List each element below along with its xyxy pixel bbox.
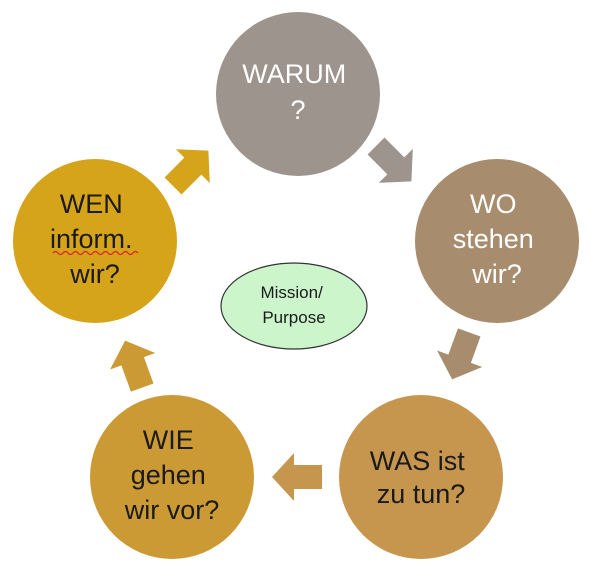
- node-wie-line-2: gehen: [131, 460, 206, 490]
- node-wen: WEN inform. wir?: [13, 159, 177, 323]
- node-warum-line-1: WARUM: [242, 59, 346, 89]
- arrow-wen-to-warum-shape: [164, 149, 210, 195]
- spellcheck-underline: [52, 250, 139, 256]
- svg-text:WO stehen wir?: WO stehen wir?: [453, 189, 542, 289]
- node-wie-line-1: WIE: [143, 425, 194, 455]
- node-warum-circle: [216, 12, 380, 176]
- node-wo-line-2: stehen: [453, 224, 534, 254]
- arrow-warum-to-wo-shape: [367, 137, 413, 183]
- svg-text:WIE gehen wir vor?: WIE gehen wir vor?: [124, 425, 220, 525]
- node-was-circle: [339, 395, 503, 559]
- node-wie-line-3: wir vor?: [124, 495, 220, 525]
- node-wen-line-2: inform.: [50, 224, 133, 254]
- arrow-wo-to-was-shape: [437, 328, 483, 380]
- node-wen-line-1: WEN: [60, 189, 123, 219]
- node-wo-line-3: wir?: [471, 259, 522, 289]
- node-wie-circle: [90, 395, 254, 559]
- center-ellipse: [220, 262, 368, 350]
- svg-text:WARUM ?: WARUM ?: [242, 59, 354, 125]
- node-wen-line-3: wir?: [69, 259, 120, 289]
- center-line-1: Mission/: [260, 283, 323, 302]
- node-warum: WARUM ?: [216, 12, 380, 176]
- node-wo: WO stehen wir?: [415, 159, 579, 323]
- node-was-line-2: zu tun?: [377, 479, 466, 509]
- node-wo-circle: [415, 159, 579, 323]
- arrow-was-to-wie-shape: [272, 453, 322, 501]
- arrow-wie-to-wen: [110, 340, 156, 392]
- arrow-wo-to-was: [437, 328, 483, 380]
- node-wen-circle: [13, 159, 177, 323]
- node-was-line-1: WAS ist: [370, 446, 465, 476]
- arrow-wen-to-warum: [164, 149, 210, 195]
- node-wo-line-1: WO: [470, 189, 517, 219]
- center-mission-purpose: Mission/ Purpose: [220, 262, 368, 350]
- arrow-warum-to-wo: [367, 137, 413, 183]
- svg-text:Mission/ Purpose: Mission/ Purpose: [260, 283, 327, 327]
- center-line-2: Purpose: [262, 308, 325, 327]
- node-wie: WIE gehen wir vor?: [90, 395, 254, 559]
- arrow-wie-to-wen-shape: [110, 340, 156, 392]
- node-warum-line-2: ?: [290, 95, 305, 125]
- svg-text:WEN inform. wir?: WEN inform. wir?: [50, 189, 140, 289]
- svg-text:WAS ist zu tun?: WAS ist zu tun?: [370, 446, 473, 509]
- arrow-was-to-wie: [272, 453, 322, 501]
- node-was: WAS ist zu tun?: [339, 395, 503, 559]
